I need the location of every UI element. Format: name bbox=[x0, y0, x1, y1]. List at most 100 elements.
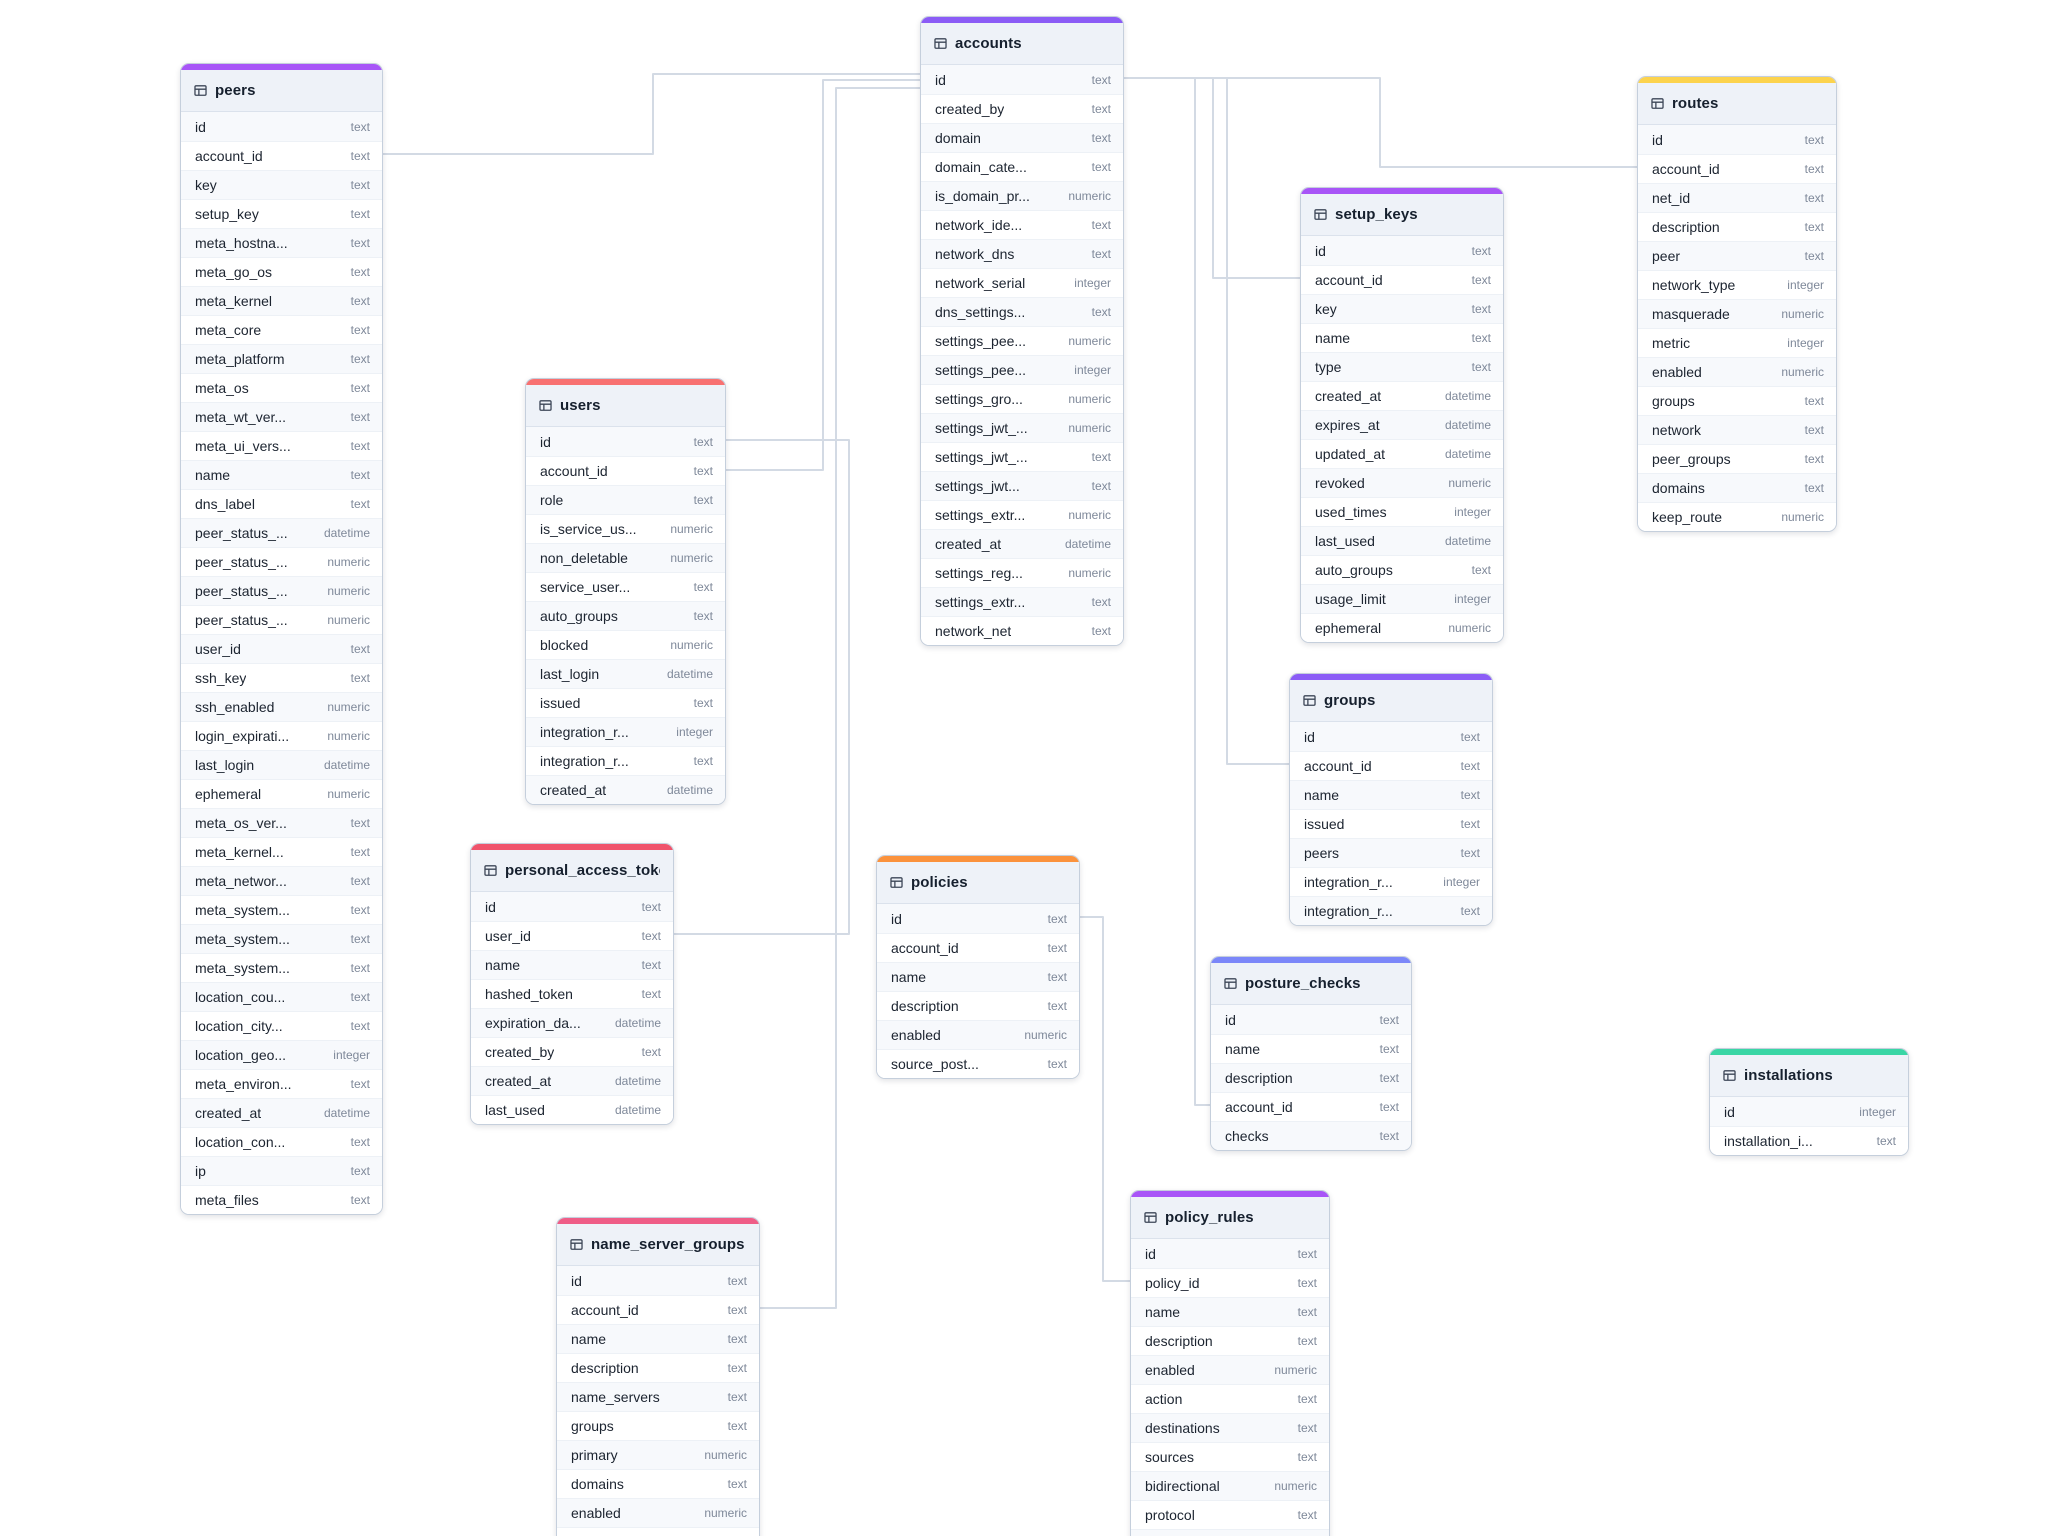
field-name: bidirectional bbox=[1145, 1478, 1220, 1494]
table-header-routes[interactable]: routes bbox=[1638, 83, 1836, 125]
table-header-users[interactable]: users bbox=[526, 385, 725, 427]
field-name: name bbox=[1225, 1041, 1261, 1057]
field-type: text bbox=[350, 381, 370, 395]
field-name: location_city... bbox=[195, 1018, 283, 1034]
table-title: policies bbox=[911, 874, 968, 891]
field-name: description bbox=[1652, 219, 1720, 235]
table-header-accounts[interactable]: accounts bbox=[921, 23, 1123, 65]
table-header-installations[interactable]: installations bbox=[1710, 1055, 1908, 1097]
field-name: peers bbox=[1304, 845, 1340, 861]
table-row: service_user...text bbox=[526, 572, 725, 601]
field-type: text bbox=[1047, 941, 1067, 955]
field-name: dns_label bbox=[195, 496, 255, 512]
field-name: last_used bbox=[485, 1102, 545, 1118]
field-name: updated_at bbox=[1315, 446, 1386, 462]
field-name: meta_core bbox=[195, 322, 262, 338]
field-type: text bbox=[1297, 1421, 1317, 1435]
table-row: network_ide...text bbox=[921, 210, 1123, 239]
field-name: meta_system... bbox=[195, 902, 290, 918]
table-card-personal_access_tokens[interactable]: personal_access_tokensidtextuser_idtextn… bbox=[470, 843, 674, 1125]
field-type: numeric bbox=[670, 522, 713, 536]
table-header-setup_keys[interactable]: setup_keys bbox=[1301, 194, 1503, 236]
field-type: text bbox=[641, 987, 661, 1001]
field-name: meta_hostna... bbox=[195, 235, 288, 251]
field-type: numeric bbox=[327, 555, 370, 569]
field-type: text bbox=[1460, 817, 1480, 831]
field-type: text bbox=[350, 1077, 370, 1091]
table-header-personal_access_tokens[interactable]: personal_access_tokens bbox=[471, 850, 673, 892]
table-row: location_cou...text bbox=[181, 982, 382, 1011]
field-type: text bbox=[1091, 624, 1111, 638]
field-name: key bbox=[1315, 301, 1337, 317]
field-name: ip bbox=[195, 1163, 206, 1179]
table-title: users bbox=[560, 397, 601, 414]
field-name: meta_kernel... bbox=[195, 844, 284, 860]
field-name: peer bbox=[1652, 248, 1681, 264]
field-name: location_geo... bbox=[195, 1047, 287, 1063]
field-type: text bbox=[350, 903, 370, 917]
table-header-policies[interactable]: policies bbox=[877, 862, 1079, 904]
table-accent-bar bbox=[1290, 674, 1492, 680]
field-type: text bbox=[1047, 970, 1067, 984]
field-type: text bbox=[727, 1361, 747, 1375]
field-name: peer_status_... bbox=[195, 554, 288, 570]
table-header-posture_checks[interactable]: posture_checks bbox=[1211, 963, 1411, 1005]
field-type: text bbox=[1047, 999, 1067, 1013]
field-type: text bbox=[641, 899, 661, 914]
field-name: network_type bbox=[1652, 277, 1736, 293]
field-type: text bbox=[1460, 846, 1480, 860]
table-accent-bar bbox=[1638, 77, 1836, 83]
table-header-groups[interactable]: groups bbox=[1290, 680, 1492, 722]
field-name: ssh_key bbox=[195, 670, 247, 686]
field-name: meta_os bbox=[195, 380, 249, 396]
field-type: text bbox=[350, 119, 370, 134]
field-type: text bbox=[1471, 563, 1491, 577]
table-header-policy_rules[interactable]: policy_rules bbox=[1131, 1197, 1329, 1239]
table-accent-bar bbox=[471, 844, 673, 850]
field-type: text bbox=[350, 961, 370, 975]
field-type: text bbox=[641, 958, 661, 972]
table-row: settings_jwt_...text bbox=[921, 442, 1123, 471]
field-name: login_expirati... bbox=[195, 728, 290, 744]
table-header-name_server_groups[interactable]: name_server_groups bbox=[557, 1224, 759, 1266]
field-type: text bbox=[1297, 1276, 1317, 1290]
field-name: meta_platform bbox=[195, 351, 285, 367]
field-type: datetime bbox=[666, 667, 713, 681]
field-type: integer bbox=[333, 1048, 370, 1062]
table-header-peers[interactable]: peers bbox=[181, 70, 382, 112]
field-type: text bbox=[727, 1332, 747, 1346]
field-type: text bbox=[727, 1390, 747, 1404]
field-name: created_at bbox=[195, 1105, 262, 1121]
field-name: enabled bbox=[891, 1027, 941, 1043]
field-type: integer bbox=[1443, 875, 1480, 889]
table-row: integration_r...integer bbox=[1290, 867, 1492, 896]
field-type: text bbox=[1471, 331, 1491, 345]
table-row: settings_pee...integer bbox=[921, 355, 1123, 384]
field-type: datetime bbox=[1444, 389, 1491, 403]
field-name: account_id bbox=[1315, 272, 1383, 288]
table-accent-bar bbox=[181, 64, 382, 70]
field-type: integer bbox=[1859, 1104, 1896, 1119]
